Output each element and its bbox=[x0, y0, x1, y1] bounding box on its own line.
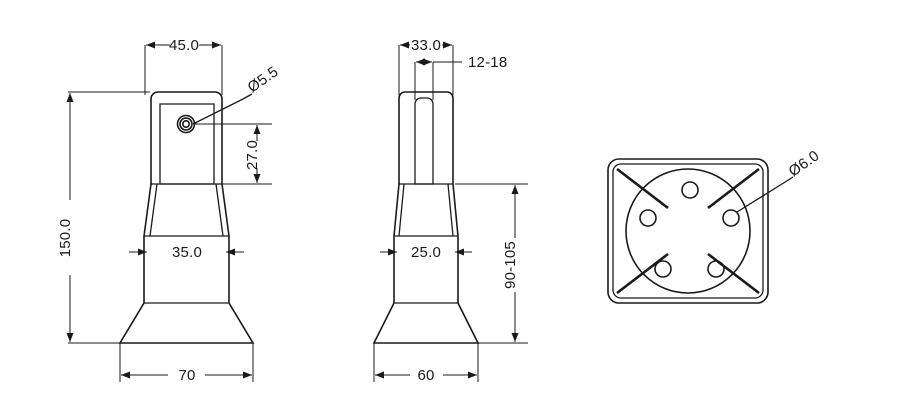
dim-front-width-top: 45.0 bbox=[144, 37, 223, 95]
top-plate-bolt-holes bbox=[639, 181, 740, 278]
side-elevation-view: 33.0 12-18 90-105 25.0 bbox=[372, 37, 528, 384]
side-slot-feature bbox=[414, 97, 434, 185]
front-mounting-hole bbox=[176, 114, 196, 134]
dim-label-front-hole-height: 27.0 bbox=[244, 140, 261, 170]
top-plate-outline bbox=[607, 158, 769, 304]
dim-label-front-base-width: 70 bbox=[178, 367, 195, 384]
bolt-hole-bottom-left bbox=[654, 260, 672, 278]
dim-side-width-top: 33.0 bbox=[398, 37, 454, 95]
dim-label-side-height-range: 90-105 bbox=[502, 241, 519, 289]
top-plate-circle bbox=[625, 168, 751, 294]
dim-front-hole-height: 27.0 bbox=[193, 123, 272, 185]
bolt-hole-top bbox=[681, 181, 699, 199]
dim-front-neck-width: 35.0 bbox=[129, 244, 244, 261]
dim-label-side-slot-width: 12-18 bbox=[468, 54, 507, 71]
dim-front-base-width: 70 bbox=[119, 343, 254, 384]
bolt-hole-bottom-right bbox=[707, 260, 725, 278]
dim-side-height-range: 90-105 bbox=[455, 183, 528, 344]
dim-label-side-neck-width: 25.0 bbox=[411, 244, 441, 261]
dim-front-height-overall: 150.0 bbox=[57, 91, 150, 344]
dim-side-slot-width: 12-18 bbox=[414, 54, 507, 100]
dim-label-side-width-top: 33.0 bbox=[411, 37, 441, 54]
dim-side-neck-width: 25.0 bbox=[380, 244, 472, 261]
dim-label-front-neck-width: 35.0 bbox=[172, 244, 202, 261]
dim-side-base-width: 60 bbox=[373, 343, 479, 384]
dim-label-front-width-top: 45.0 bbox=[169, 37, 199, 54]
dim-label-front-height-overall: 150.0 bbox=[57, 219, 74, 258]
dim-label-side-base-width: 60 bbox=[417, 367, 434, 384]
bolt-hole-right bbox=[722, 209, 740, 227]
bolt-hole-left bbox=[639, 209, 657, 227]
